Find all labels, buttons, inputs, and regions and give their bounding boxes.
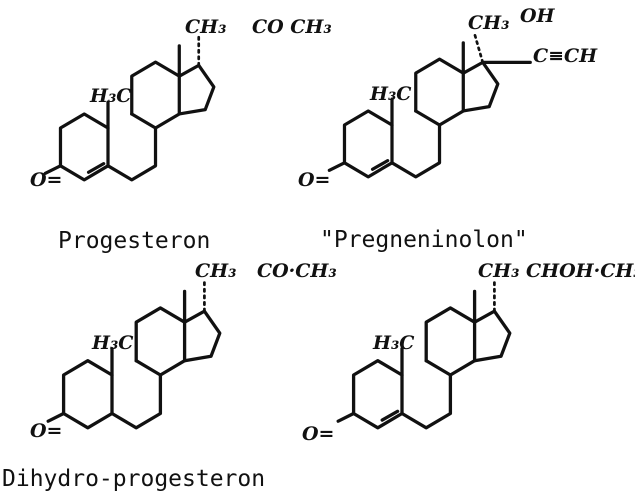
methyl-label-c13: CH₃ xyxy=(195,260,236,282)
steroid-skeleton xyxy=(336,279,512,430)
methyl-label-c13: CH₃ xyxy=(468,12,509,34)
molecule-caption: Dihydro-progesteron xyxy=(2,466,265,492)
molecule-progesteron: CH₃ CO CH₃ H₃C O= Progesteron xyxy=(30,16,332,254)
steroid-skeleton xyxy=(327,30,532,179)
side-chain-label: CO·CH₃ xyxy=(257,260,337,282)
side-chain-label: CHOH·CH₃ xyxy=(526,260,635,282)
molecule-hydroxy-pregnenone: CH₃ CHOH·CH₃ H₃C O= xyxy=(302,260,635,445)
steroid-skeleton xyxy=(46,279,222,430)
methyl-label-c10: H₃C xyxy=(369,83,411,105)
hydroxy-label: OH xyxy=(520,5,556,27)
methyl-label-c13: CH₃ xyxy=(478,260,519,282)
ethynyl-label: C≡CH xyxy=(533,45,598,67)
ketone-label: O= xyxy=(30,420,62,442)
steroid-skeleton xyxy=(43,33,216,182)
methyl-label-c10: H₃C xyxy=(91,332,133,354)
ketone-label: O= xyxy=(30,169,62,191)
methyl-label-c13: CH₃ xyxy=(185,16,226,38)
ketone-label: O= xyxy=(302,423,334,445)
molecule-caption: "Pregneninolon" xyxy=(320,227,528,253)
methyl-label-c10: H₃C xyxy=(89,85,131,107)
molecule-dihydro-progesteron: CH₃ CO·CH₃ H₃C O= Dihydro-progesteron xyxy=(2,260,337,492)
ketone-label: O= xyxy=(298,169,330,191)
molecule-pregneninolon: CH₃ OH C≡CH H₃C O= "Pregneninolon" xyxy=(298,5,598,253)
side-chain-label: CO CH₃ xyxy=(252,16,332,38)
methyl-label-c10: H₃C xyxy=(372,332,414,354)
molecule-caption: Progesteron xyxy=(58,228,210,254)
stereo-dashed-bond xyxy=(472,30,485,64)
